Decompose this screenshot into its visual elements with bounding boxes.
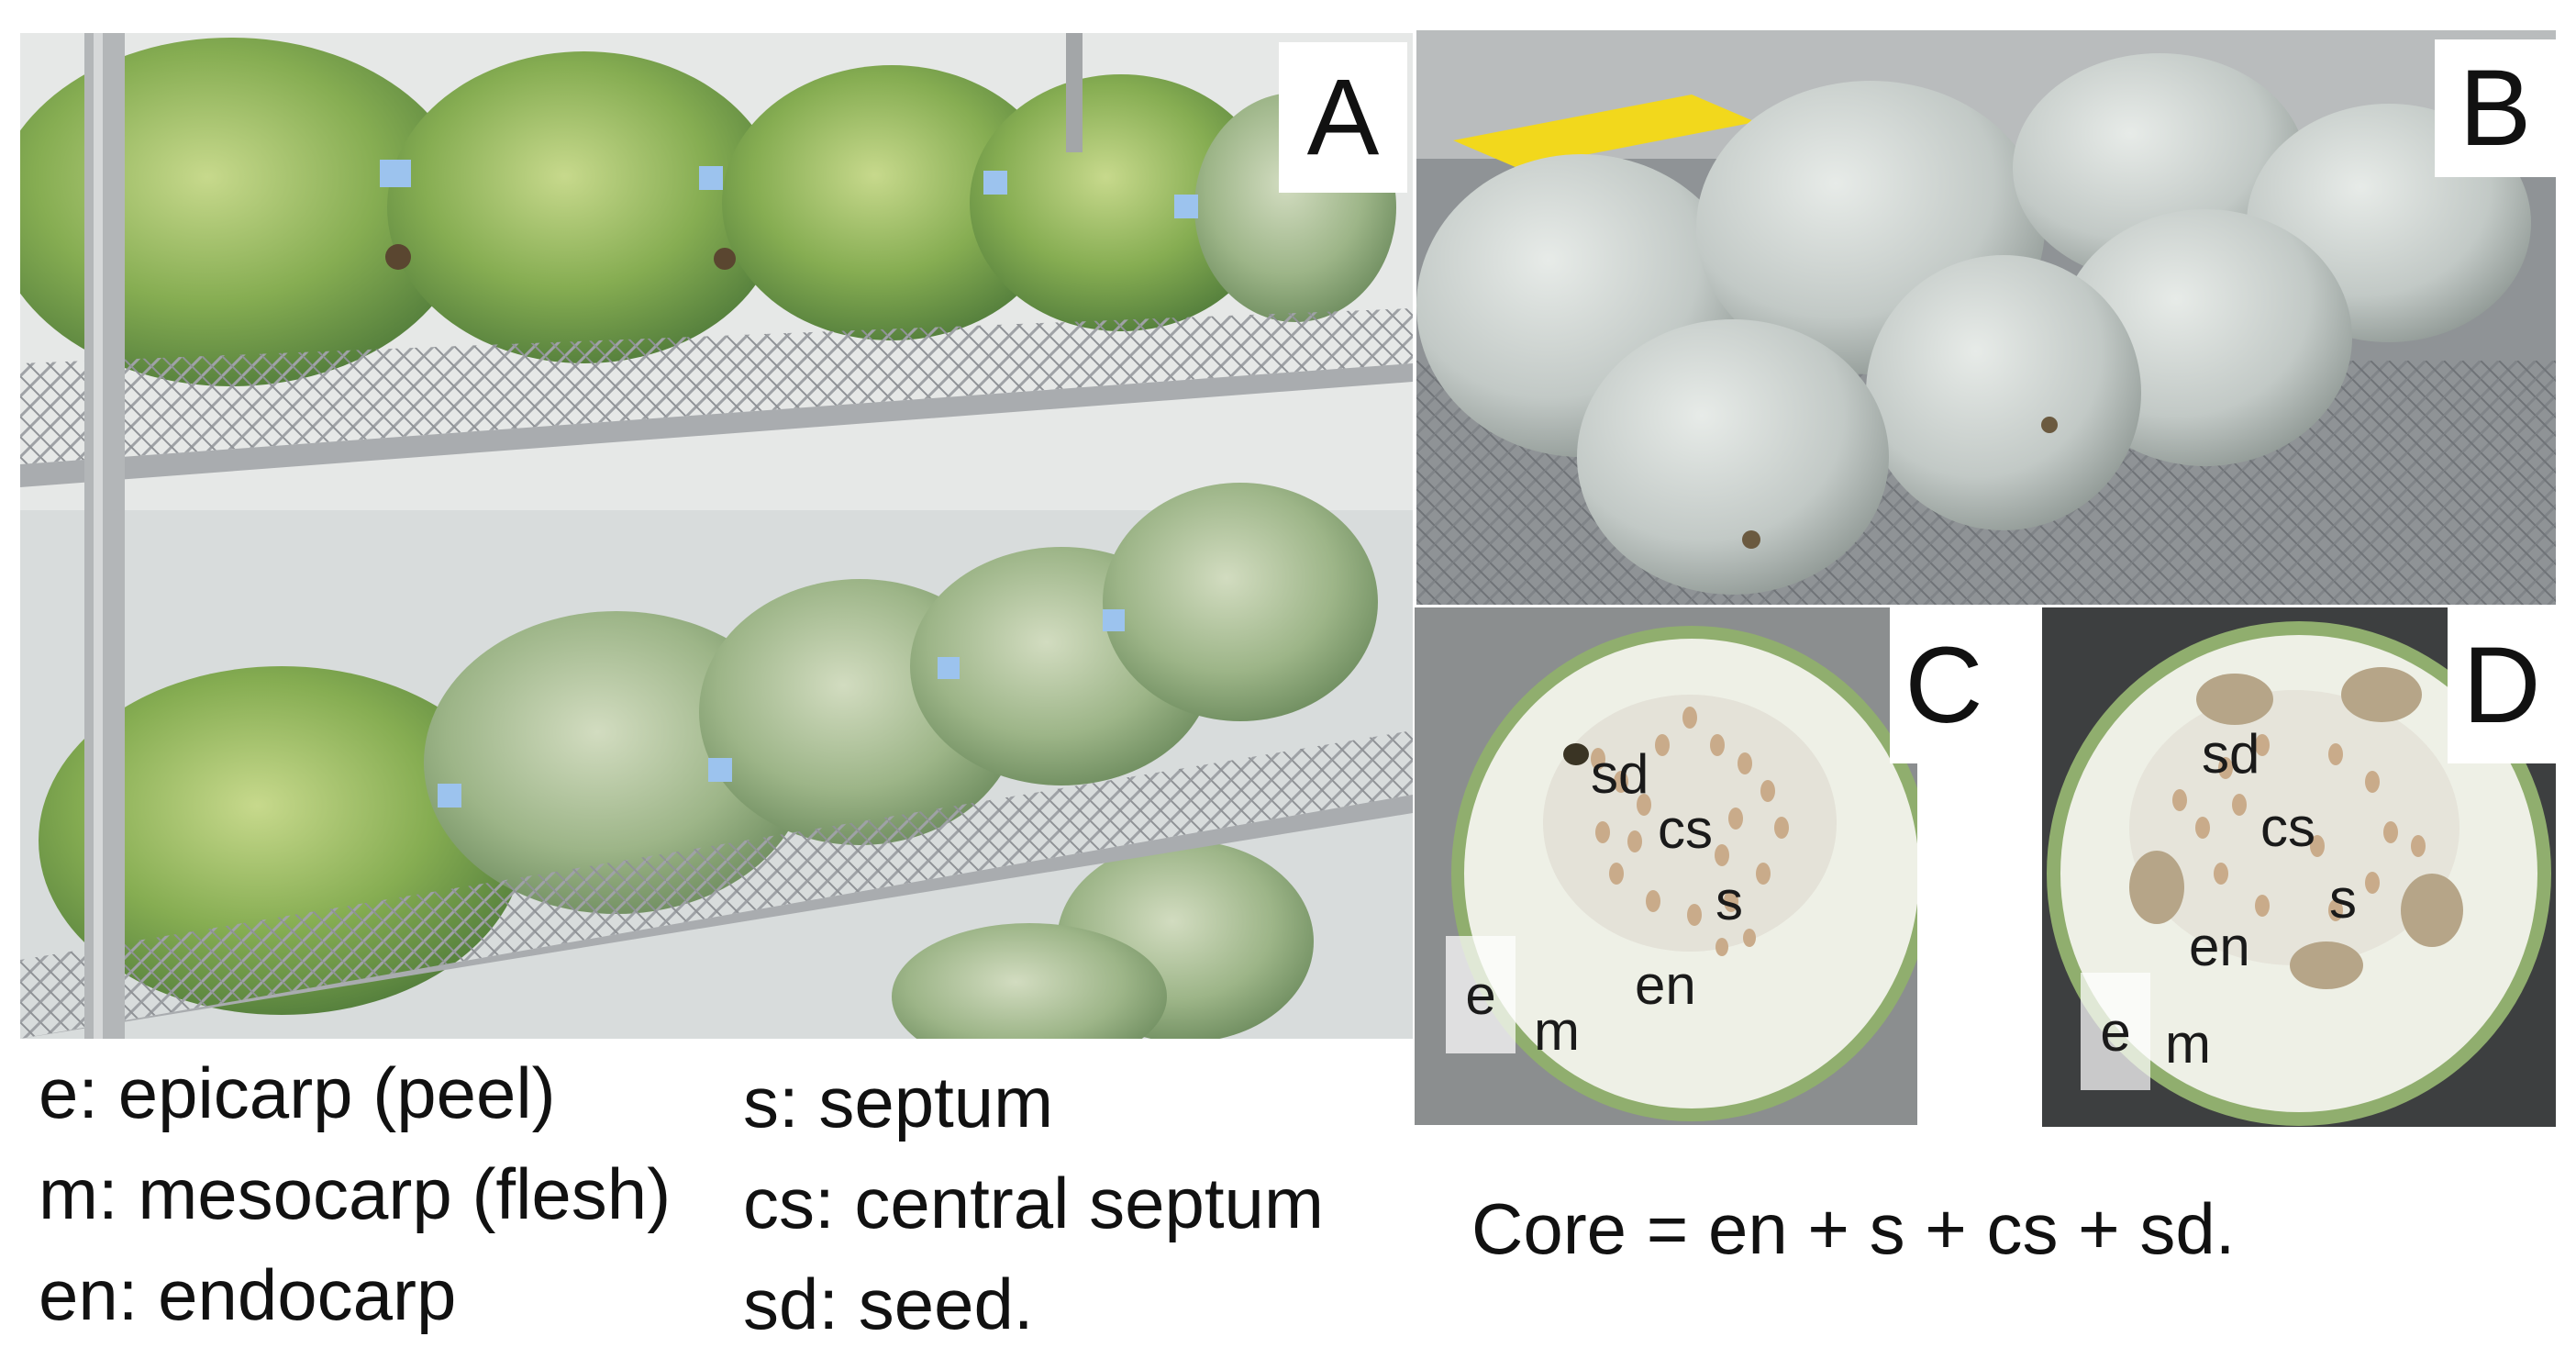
legend-central-septum: cs: central septum — [743, 1163, 1324, 1243]
panel-d-sd-label: sd — [2202, 723, 2260, 785]
legend-mesocarp: m: mesocarp (flesh) — [39, 1153, 672, 1234]
panel-b-label: B — [2435, 39, 2556, 177]
panel-c-m-label: m — [1534, 1000, 1580, 1062]
panel-c-sd-label: sd — [1591, 743, 1649, 805]
panel-c-s-label: s — [1715, 870, 1743, 931]
panel-b-photo: B — [1416, 30, 2556, 605]
panel-d-en-label: en — [2189, 916, 2250, 977]
panel-d-m-label: m — [2165, 1013, 2211, 1075]
panel-c-cs-label: cs — [1658, 798, 1713, 860]
panel-d-tag: D — [2448, 607, 2556, 763]
panel-a-label: A — [1279, 42, 1407, 193]
panel-a-photo: A — [20, 33, 1413, 1039]
panel-d-cs-label: cs — [2260, 796, 2315, 858]
panel-c-tag: C — [1890, 607, 1998, 763]
core-formula: Core = en + s + cs + sd. — [1471, 1188, 2236, 1269]
shelf-melons-image — [20, 33, 1413, 1039]
legend-seed: sd: seed. — [743, 1264, 1034, 1344]
panel-c-en-label: en — [1635, 954, 1696, 1016]
legend-endocarp: en: endocarp — [39, 1254, 457, 1335]
legend-septum: s: septum — [743, 1062, 1054, 1142]
panel-d-e-label: e — [2081, 973, 2150, 1090]
panel-d-s-label: s — [2329, 868, 2357, 930]
legend-epicarp: e: epicarp (peel) — [39, 1053, 556, 1133]
cart-gourds-image — [1416, 30, 2556, 605]
panel-c-photo: sd cs s en e m C — [1415, 607, 1917, 1125]
panel-c-e-label: e — [1446, 936, 1516, 1053]
